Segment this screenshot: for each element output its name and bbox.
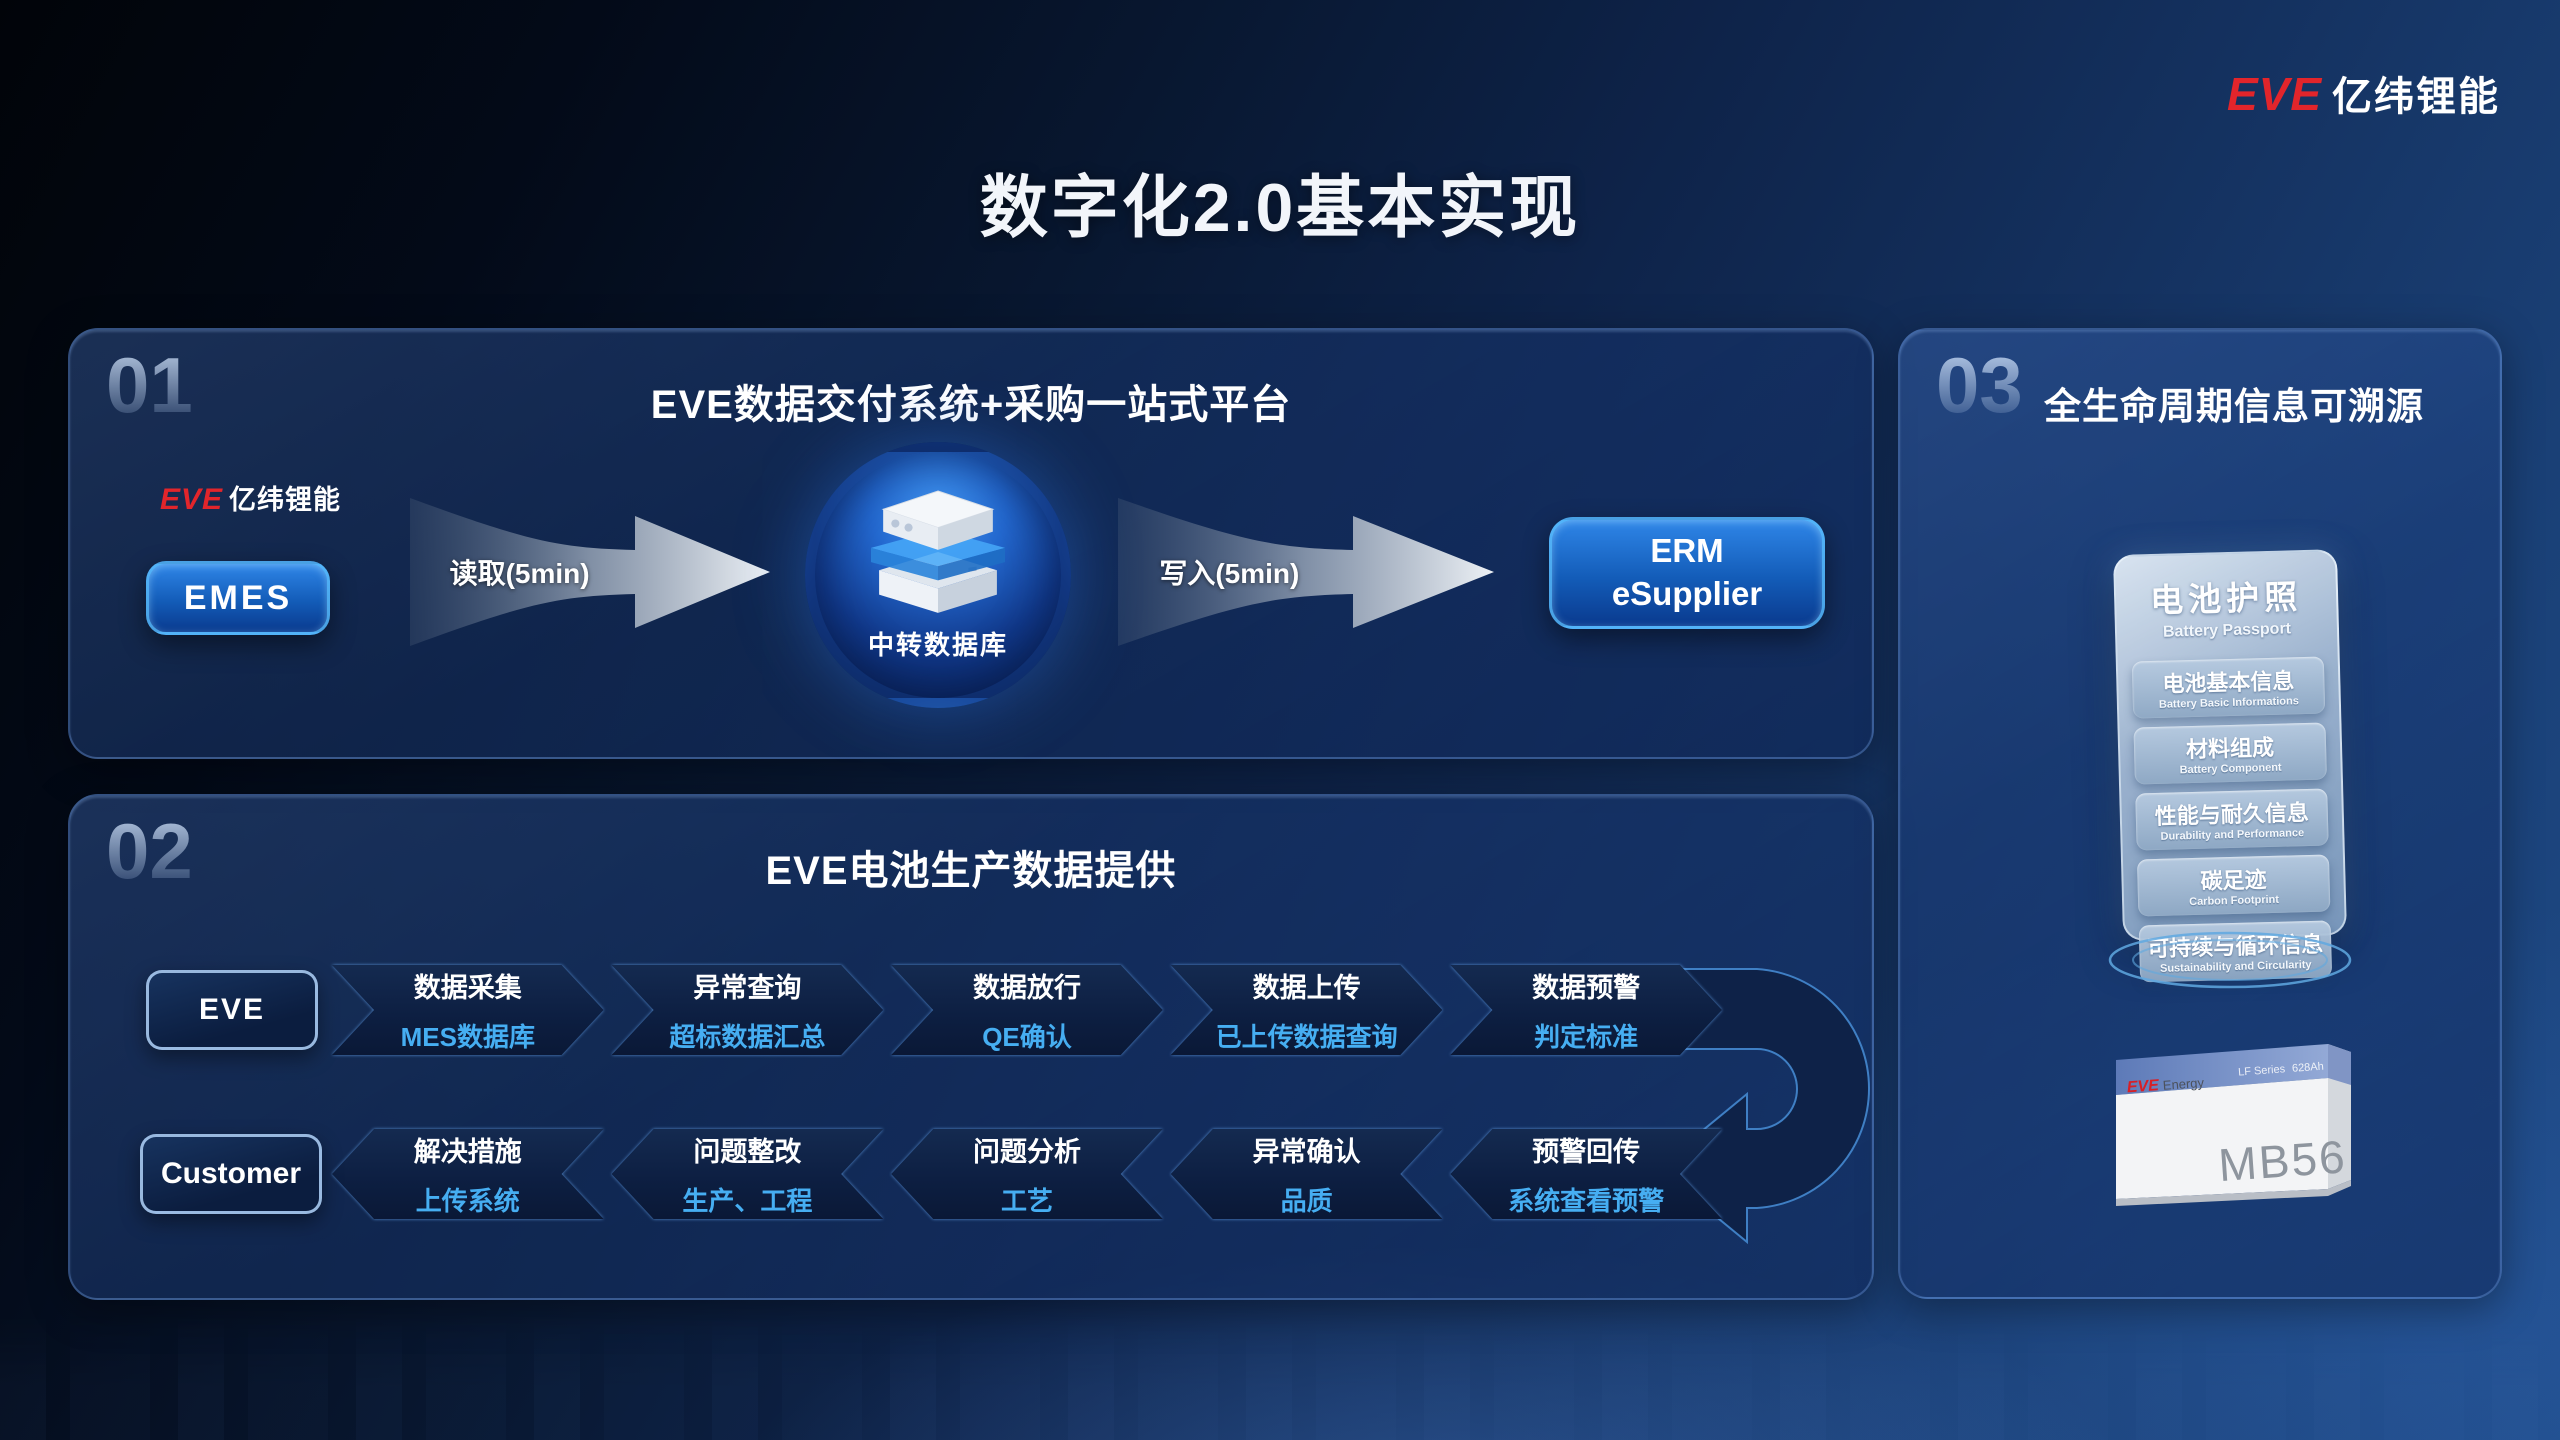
panel2-number: 02 (106, 807, 193, 895)
battery-passport-card: 电池护照 Battery Passport 电池基本信息 Battery Bas… (2112, 549, 2348, 983)
emes-system-button: EMES (146, 561, 330, 635)
halo-rings (2108, 931, 2352, 989)
eve-row-label: EVE (198, 993, 266, 1026)
step-title: 异常确认 (1252, 1137, 1361, 1167)
flow-arrow-right-icon (410, 498, 770, 646)
flow-step: 异常查询 超标数据汇总 (612, 965, 884, 1055)
step-subtitle: 生产、工程 (682, 1186, 813, 1216)
passport-item: 性能与耐久信息 Durability and Performance (2135, 788, 2329, 851)
flow-step: 问题整改 生产、工程 (612, 1129, 884, 1219)
step-title: 问题整改 (693, 1137, 802, 1167)
step-title: 解决措施 (413, 1137, 522, 1167)
write-flow-arrow: 写入(5min) (1118, 492, 1494, 652)
page-title: 数字化2.0基本实现 (979, 170, 1581, 246)
hub-label: 中转数据库 (867, 629, 1008, 660)
flow-step: 解决措施 上传系统 (332, 1129, 604, 1219)
flow-step: 数据采集 MES数据库 (332, 965, 604, 1055)
step-subtitle: 已上传数据查询 (1215, 1022, 1398, 1052)
flow-step: 数据放行 QE确认 (891, 965, 1163, 1055)
passport-item-cn: 电池基本信息 (2162, 668, 2295, 697)
read-arrow-label: 读取(5min) (449, 558, 590, 589)
step-subtitle: 品质 (1280, 1186, 1333, 1216)
eve-flow-row: 数据采集 MES数据库 异常查询 超标数据汇总 数据放行 QE确认 数据上传 已… (332, 965, 1722, 1055)
passport-title: 电池护照 (2149, 578, 2303, 620)
panel-data-delivery: 01 EVE数据交付系统+采购一站式平台 EVE 亿纬锂能 EMES 读取(5m… (68, 328, 1874, 759)
passport-item: 碳足迹 Carbon Footprint (2136, 854, 2331, 917)
flow-step: 数据预警 判定标准 (1450, 965, 1722, 1055)
flow-step: 问题分析 工艺 (891, 1129, 1163, 1219)
step-title: 数据上传 (1252, 973, 1361, 1003)
mini-logo-brand-text: EVE (160, 483, 224, 516)
panel3-title: 全生命周期信息可溯源 (2044, 386, 2424, 427)
panel-production-data: 02 EVE电池生产数据提供 EVE 数据采集 MES数据库 异常查询 超标数据… (68, 794, 1874, 1300)
step-title: 问题分析 (972, 1137, 1081, 1167)
customer-row-button: Customer (140, 1134, 322, 1214)
read-flow-arrow: 读取(5min) (410, 492, 770, 652)
passport-item-cn: 性能与耐久信息 (2154, 799, 2310, 829)
step-title: 数据预警 (1532, 973, 1641, 1003)
step-title: 预警回传 (1532, 1137, 1641, 1167)
logo-brand-text: EVE (2226, 68, 2322, 120)
passport-subtitle: Battery Passport (2162, 620, 2292, 641)
eve-mini-logo: EVE 亿纬锂能 (160, 478, 341, 517)
step-subtitle: MES数据库 (400, 1022, 535, 1052)
erm-label-line1: ERM (1650, 532, 1724, 570)
step-title: 数据放行 (972, 973, 1081, 1003)
panel1-title: EVE数据交付系统+采购一站式平台 (650, 383, 1292, 427)
box-brand-text: EVE (2126, 1077, 2160, 1096)
erm-esupplier-button: ERM eSupplier (1549, 517, 1825, 629)
step-subtitle: 判定标准 (1534, 1022, 1639, 1052)
database-server-icon (870, 489, 1006, 613)
flow-arrow-right-icon (1118, 498, 1494, 646)
box-model-text: MB56 (2217, 1130, 2348, 1191)
mini-logo-brand-cn-text: 亿纬锂能 (229, 485, 342, 515)
passport-item-cn: 材料组成 (2185, 734, 2275, 763)
step-title: 数据采集 (413, 973, 522, 1003)
passport-item-cn: 碳足迹 (2200, 867, 2267, 894)
transit-database-hub: 中转数据库 (805, 442, 1071, 708)
background-skyline (0, 1310, 2560, 1440)
step-subtitle: 上传系统 (415, 1186, 520, 1216)
eve-row-button: EVE (146, 970, 318, 1050)
box-capacity-text: 628Ah (2292, 1061, 2325, 1075)
step-subtitle: 超标数据汇总 (669, 1022, 826, 1052)
flow-step: 预警回传 系统查看预警 (1450, 1129, 1722, 1219)
customer-row-label: Customer (160, 1157, 302, 1190)
company-logo: EVE 亿纬锂能 (2227, 64, 2500, 122)
panel-lifecycle-traceability: 03 全生命周期信息可溯源 电池护照 Battery Passport 电池基本… (1898, 328, 2502, 1299)
step-subtitle: 工艺 (1000, 1186, 1053, 1216)
flow-step: 异常确认 品质 (1171, 1129, 1443, 1219)
box-brand-suffix-text: Energy (2162, 1075, 2205, 1093)
erm-label-line2: eSupplier (1611, 575, 1763, 612)
passport-item: 电池基本信息 Battery Basic Informations (2131, 656, 2326, 719)
panel1-number: 01 (106, 341, 193, 429)
step-subtitle: QE确认 (982, 1022, 1072, 1052)
emes-label: EMES (183, 578, 293, 617)
battery-box-illustration: EVE Energy LF Series 628Ah MB56 (2116, 1044, 2351, 1206)
step-subtitle: 系统查看预警 (1508, 1186, 1665, 1216)
logo-brand-cn-text: 亿纬锂能 (2332, 75, 2500, 119)
panel2-title: EVE电池生产数据提供 (765, 849, 1177, 893)
u-turn-arrow-icon (1647, 968, 1871, 1245)
panel3-number: 03 (1936, 341, 2023, 429)
flow-step: 数据上传 已上传数据查询 (1171, 965, 1443, 1055)
customer-flow-row: 解决措施 上传系统 问题整改 生产、工程 问题分析 工艺 异常确认 品质 预警回… (332, 1129, 1722, 1219)
step-title: 异常查询 (693, 973, 802, 1003)
passport-item: 材料组成 Battery Component (2133, 722, 2327, 785)
write-arrow-label: 写入(5min) (1159, 558, 1300, 589)
box-series-text: LF Series (2238, 1063, 2286, 1078)
